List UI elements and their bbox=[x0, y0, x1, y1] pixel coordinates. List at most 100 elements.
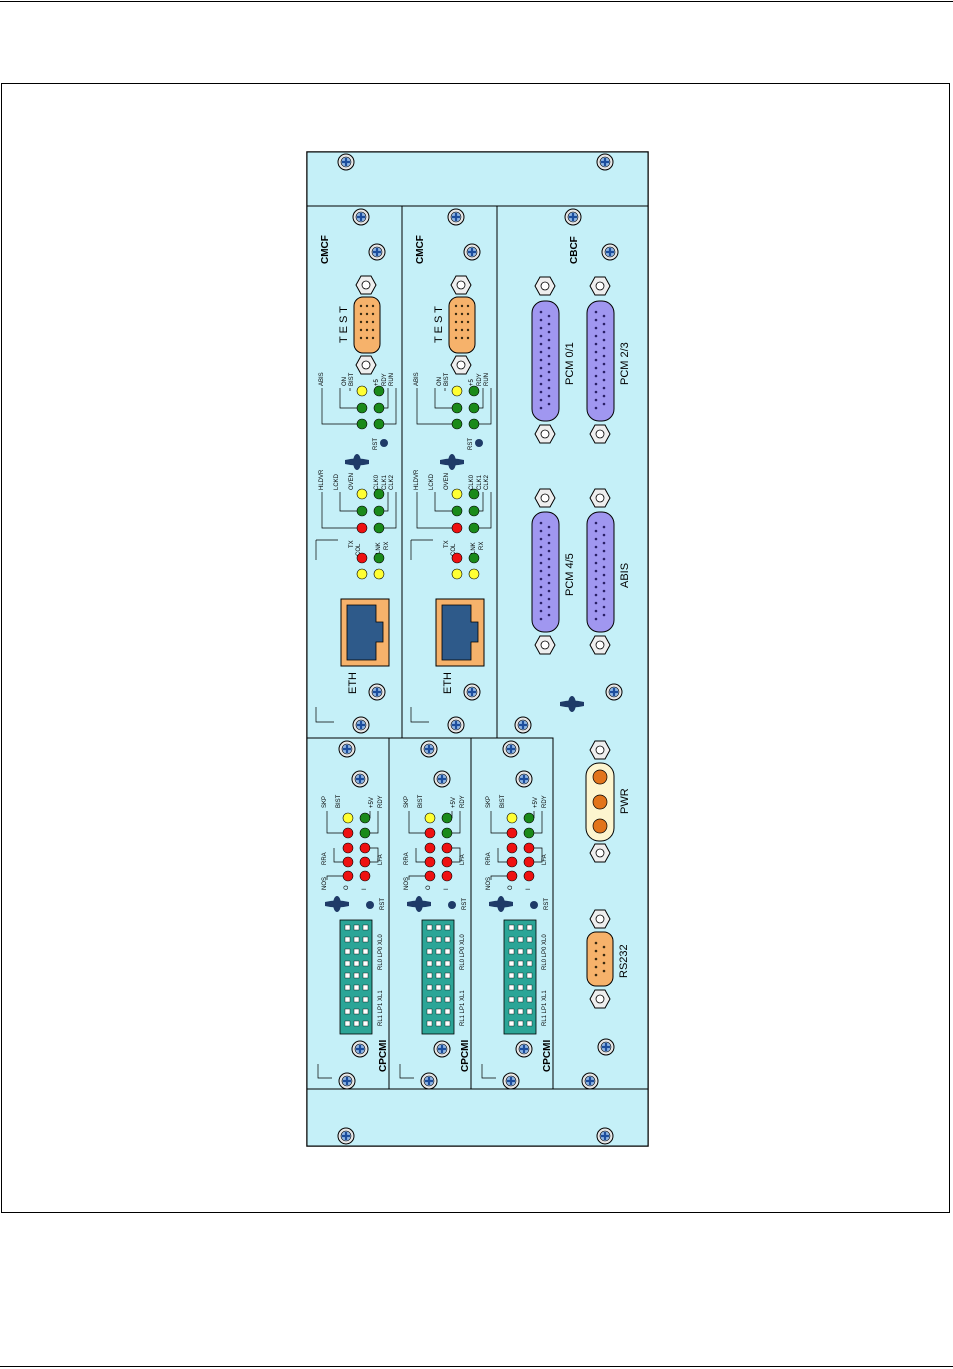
led-hldvr bbox=[451, 522, 463, 534]
terminal-label-1: RL1 LP1 XL1 bbox=[542, 990, 548, 1026]
led-label-bist: BIST bbox=[444, 372, 450, 386]
led-clk1 bbox=[468, 505, 480, 517]
led-rx bbox=[373, 568, 385, 580]
rst-button[interactable] bbox=[380, 439, 388, 447]
led-label-rra: RRA bbox=[322, 852, 328, 865]
led-label-lckd: LCKD bbox=[334, 473, 340, 490]
led-label-rra: RRA bbox=[486, 852, 492, 865]
cpcmi-name: CPCMI bbox=[460, 1040, 471, 1072]
rs232-label: RS232 bbox=[618, 944, 630, 978]
rst-label: RST bbox=[373, 438, 379, 450]
led-tx bbox=[451, 568, 463, 580]
rst-button[interactable] bbox=[475, 439, 483, 447]
led-label-skp: SKP bbox=[404, 796, 410, 808]
cpcmi-board-content: CPCMI SKP BIST +5V RDY RRA LFA NOS O I R… bbox=[317, 740, 389, 1090]
rst-label: RST bbox=[380, 898, 386, 910]
footer-rule bbox=[0, 1366, 953, 1367]
led-label-clk2: CLK2 bbox=[389, 474, 395, 490]
led-label-rx: RX bbox=[384, 542, 390, 550]
led-col bbox=[356, 552, 368, 564]
led-label-5v: +5V bbox=[369, 797, 375, 808]
led-label-abis: ABIS bbox=[319, 372, 325, 386]
led-clk1 bbox=[373, 505, 385, 517]
led-label-lnk: LNK bbox=[471, 542, 477, 554]
led-bist bbox=[342, 812, 354, 824]
abis-label: ABIS bbox=[619, 563, 631, 588]
led-label-hldvr: HLDVR bbox=[414, 469, 420, 490]
led-label-rdy: RDY bbox=[382, 373, 388, 386]
led-tx bbox=[356, 568, 368, 580]
cmcf-board: CMCF T E S T ABIS ON BIST +5 RDY RUN RST… bbox=[315, 208, 397, 734]
rst-label: RST bbox=[462, 898, 468, 910]
rst-label: RST bbox=[544, 898, 550, 910]
led-label-on: ON bbox=[437, 377, 443, 386]
led-label-rdy: RDY bbox=[460, 795, 466, 808]
led-label-clk0: CLK0 bbox=[469, 474, 475, 490]
led-rdy bbox=[468, 402, 480, 414]
led-label-bist: BIST bbox=[500, 794, 506, 808]
led-run bbox=[468, 418, 480, 430]
led-label-rx: RX bbox=[479, 542, 485, 550]
led-bist bbox=[424, 812, 436, 824]
led-5v bbox=[468, 385, 480, 397]
led-label-o: O bbox=[508, 885, 514, 890]
led-label-bist: BIST bbox=[336, 794, 342, 808]
led-label-rra: RRA bbox=[404, 852, 410, 865]
led-label-clk0: CLK0 bbox=[374, 474, 380, 490]
terminal-label-0: RL0 LP0 XL0 bbox=[542, 934, 548, 970]
test-label: T E S T bbox=[433, 306, 445, 343]
abis-dsub-connector bbox=[586, 511, 615, 633]
rst-button[interactable] bbox=[366, 901, 374, 909]
terminal-label-1: RL1 LP1 XL1 bbox=[378, 990, 384, 1026]
header-rule bbox=[0, 1, 953, 2]
led-lnk bbox=[468, 552, 480, 564]
led-label-lfa: LFA bbox=[460, 854, 466, 865]
rst-label: RST bbox=[468, 438, 474, 450]
led-label-nos: NOS bbox=[486, 877, 492, 890]
led-label-o: O bbox=[426, 885, 432, 890]
pwr-label: PWR bbox=[619, 788, 631, 814]
rack-bottom-rail bbox=[306, 1088, 649, 1147]
led-label-tx: TX bbox=[349, 540, 355, 548]
led-on bbox=[356, 402, 368, 414]
led-5v bbox=[359, 812, 371, 824]
led-label-i: I bbox=[444, 888, 450, 890]
led-label-5v: +5 bbox=[374, 378, 380, 386]
pcm01-label: PCM 0/1 bbox=[564, 342, 576, 385]
led-label-5v: +5V bbox=[533, 797, 539, 808]
led-label-skp: SKP bbox=[486, 796, 492, 808]
cpcmi-name: CPCMI bbox=[542, 1040, 553, 1072]
pcm23-dsub-connector bbox=[586, 300, 615, 422]
led-lfa-0 bbox=[523, 842, 535, 854]
led-label-hldvr: HLDVR bbox=[319, 469, 325, 490]
cpcmi-board-2 bbox=[388, 737, 472, 1090]
cmcf-name: CMCF bbox=[320, 235, 331, 264]
rack-top-rail bbox=[306, 151, 649, 207]
led-label-clk1: CLK1 bbox=[382, 474, 388, 490]
led-skp bbox=[506, 827, 518, 839]
led-rra-1 bbox=[506, 856, 518, 868]
led-label-run: RUN bbox=[389, 373, 395, 386]
cbcf-name: CBCF bbox=[569, 236, 580, 264]
led-label-skp: SKP bbox=[322, 796, 328, 808]
led-col bbox=[451, 552, 463, 564]
led-label-5v: +5 bbox=[469, 378, 475, 386]
led-bist bbox=[506, 812, 518, 824]
rst-button[interactable] bbox=[448, 901, 456, 909]
led-bist bbox=[356, 385, 368, 397]
pcm45-dsub-connector bbox=[531, 511, 560, 633]
led-label-rdy: RDY bbox=[477, 373, 483, 386]
rst-button[interactable] bbox=[530, 901, 538, 909]
led-nos-1 bbox=[523, 870, 535, 882]
led-label-col: COL bbox=[451, 543, 457, 556]
led-rdy bbox=[523, 827, 535, 839]
led-5v bbox=[441, 812, 453, 824]
led-label-bist: BIST bbox=[418, 794, 424, 808]
eth-label: ETH bbox=[347, 672, 359, 694]
led-bist bbox=[451, 385, 463, 397]
rs232-dsub-connector bbox=[586, 931, 614, 987]
led-label-clk2: CLK2 bbox=[484, 474, 490, 490]
led-hldvr bbox=[356, 522, 368, 534]
led-clk2 bbox=[373, 522, 385, 534]
